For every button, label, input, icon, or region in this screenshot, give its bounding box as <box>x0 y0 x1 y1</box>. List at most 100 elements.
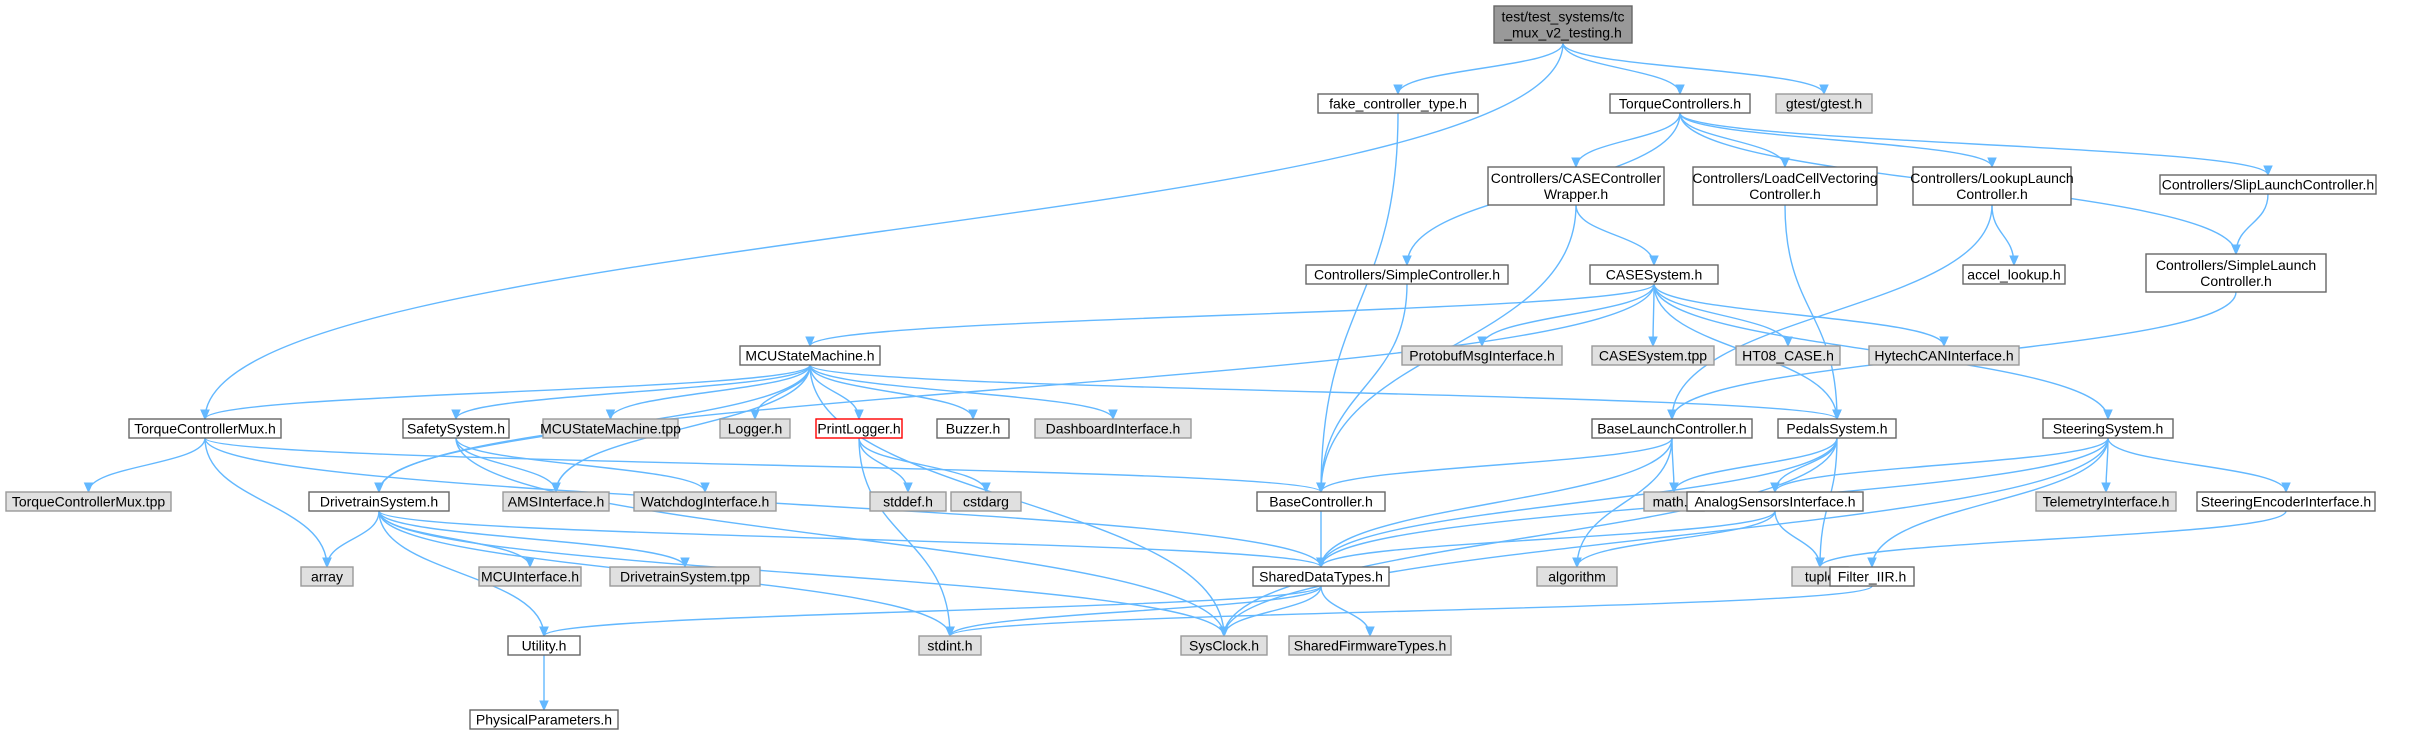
node-label: MCUStateMachine.h <box>745 348 874 364</box>
node-safety[interactable]: SafetySystem.h <box>402 418 510 439</box>
node-watchdog[interactable]: WatchdogInterface.h <box>633 491 777 512</box>
node-box <box>609 566 761 587</box>
edge-mcu-to-safety <box>451 364 811 421</box>
node-baselaunch[interactable]: BaseLaunchController.h <box>1591 418 1753 439</box>
node-box <box>308 491 450 512</box>
node-basectrl[interactable]: BaseController.h <box>1256 491 1386 512</box>
node-box <box>2035 491 2177 512</box>
edge-mcu-to-dashboard <box>809 364 1118 421</box>
node-ams[interactable]: AMSInterface.h <box>502 491 610 512</box>
node-array[interactable]: array <box>300 566 354 587</box>
edge-fake-to-basectrl <box>1316 112 1399 494</box>
node-label: math.h <box>1653 494 1696 510</box>
node-box <box>1288 635 1452 656</box>
edge-analog-to-tuple <box>1774 510 1825 569</box>
node-label: test/test_systems/tc <box>1502 9 1625 25</box>
node-accel[interactable]: accel_lookup.h <box>1962 264 2066 285</box>
node-box <box>1686 491 1864 512</box>
node-drivetrain[interactable]: DrivetrainSystem.h <box>308 491 450 512</box>
node-tcmuxtpp[interactable]: TorqueControllerMux.tpp <box>5 491 172 512</box>
node-stddef[interactable]: stddef.h <box>869 491 947 512</box>
node-mcu[interactable]: MCUStateMachine.h <box>739 345 881 366</box>
node-box <box>128 418 282 439</box>
edge-casew-to-casesys <box>1575 204 1659 267</box>
edge-shared-to-stdint <box>945 585 1322 638</box>
node-label: SysClock.h <box>1189 638 1259 654</box>
edge-shared-to-utility <box>539 585 1322 638</box>
node-box <box>469 709 619 730</box>
node-loadcell[interactable]: Controllers/LoadCellVectoringController.… <box>1692 166 1878 206</box>
node-slip[interactable]: Controllers/SlipLaunchController.h <box>2159 174 2377 195</box>
edge-printlogger-to-stddef <box>858 437 913 494</box>
node-cstdarg[interactable]: cstdarg <box>950 491 1022 512</box>
node-hytech[interactable]: HytechCANInterface.h <box>1868 345 2020 366</box>
node-sharedfw[interactable]: SharedFirmwareTypes.h <box>1288 635 1452 656</box>
node-stdint[interactable]: stdint.h <box>918 635 982 656</box>
node-label: ProtobufMsgInterface.h <box>1409 348 1555 364</box>
node-box <box>300 566 354 587</box>
node-utility[interactable]: Utility.h <box>507 635 581 656</box>
node-ht08[interactable]: HT08_CASE.h <box>1735 345 1841 366</box>
edge-lookup-to-accel <box>1991 204 2019 267</box>
edge-encoder-to-tuple <box>1815 510 2287 569</box>
edge-slip-to-simplelaunch <box>2231 193 2269 256</box>
node-mcuif[interactable]: MCUInterface.h <box>478 566 582 587</box>
node-box <box>1692 166 1878 206</box>
node-root[interactable]: test/test_systems/tc_mux_v2_testing.h <box>1493 5 1633 44</box>
node-simplectrl[interactable]: Controllers/SimpleController.h <box>1305 264 1509 285</box>
node-sysclock[interactable]: SysClock.h <box>1180 635 1268 656</box>
node-box <box>918 635 982 656</box>
edge-mcu-to-tcmux <box>200 364 811 421</box>
edge-basectrl-to-shared <box>1316 510 1326 569</box>
node-box <box>2145 253 2327 293</box>
node-casesys[interactable]: CASESystem.h <box>1589 264 1719 285</box>
node-label: SteeringSystem.h <box>2053 421 2164 437</box>
node-box <box>1591 418 1753 439</box>
node-label: SharedDataTypes.h <box>1259 569 1383 585</box>
edge-root-to-fake <box>1393 42 1564 96</box>
node-printlogger[interactable]: PrintLogger.h <box>815 418 903 439</box>
node-dashboard[interactable]: DashboardInterface.h <box>1034 418 1192 439</box>
node-algorithm[interactable]: algorithm <box>1536 566 1618 587</box>
node-label: Controllers/CASEController <box>1491 170 1662 186</box>
node-steering[interactable]: SteeringSystem.h <box>2042 418 2174 439</box>
node-box <box>2196 491 2376 512</box>
node-pedals[interactable]: PedalsSystem.h <box>1777 418 1897 439</box>
node-box <box>1609 93 1751 114</box>
edge-safety-to-watchdog <box>455 437 710 494</box>
node-fake[interactable]: fake_controller_type.h <box>1317 93 1479 114</box>
node-label: PedalsSystem.h <box>1786 421 1887 437</box>
node-box <box>478 566 582 587</box>
node-gtest[interactable]: gtest/gtest.h <box>1775 93 1873 114</box>
node-tc[interactable]: TorqueControllers.h <box>1609 93 1751 114</box>
node-label: stddef.h <box>883 494 933 510</box>
node-casetpp[interactable]: CASESystem.tpp <box>1591 345 1715 366</box>
node-buzzer[interactable]: Buzzer.h <box>936 418 1010 439</box>
node-label: cstdarg <box>963 494 1009 510</box>
node-label: WatchdogInterface.h <box>641 494 770 510</box>
node-telemetry[interactable]: TelemetryInterface.h <box>2035 491 2177 512</box>
node-logger[interactable]: Logger.h <box>719 418 791 439</box>
node-mcutpp[interactable]: MCUStateMachine.tpp <box>540 418 681 439</box>
edge-root-to-tc <box>1562 42 1685 96</box>
edge-pedals-to-math <box>1669 437 1838 494</box>
node-label: tuple <box>1805 569 1836 585</box>
node-label: TorqueControllerMux.h <box>134 421 276 437</box>
node-encoder[interactable]: SteeringEncoderInterface.h <box>2196 491 2376 512</box>
node-physical[interactable]: PhysicalParameters.h <box>469 709 619 730</box>
node-filter[interactable]: Filter_IIR.h <box>1829 566 1915 587</box>
node-label: MCUInterface.h <box>481 569 579 585</box>
edge-drivetrain-to-array <box>322 510 380 569</box>
node-shared[interactable]: SharedDataTypes.h <box>1252 566 1390 587</box>
edge-casesys-to-hytech <box>1653 283 1949 348</box>
node-dttpp[interactable]: DrivetrainSystem.tpp <box>609 566 761 587</box>
node-analog[interactable]: AnalogSensorsInterface.h <box>1686 491 1864 512</box>
node-tcmux[interactable]: TorqueControllerMux.h <box>128 418 282 439</box>
edge-utility-to-physical <box>539 655 549 712</box>
edge-filter-to-stdint <box>945 585 1873 638</box>
node-label: MCUStateMachine.tpp <box>540 421 681 437</box>
node-protobuf[interactable]: ProtobufMsgInterface.h <box>1401 345 1563 366</box>
